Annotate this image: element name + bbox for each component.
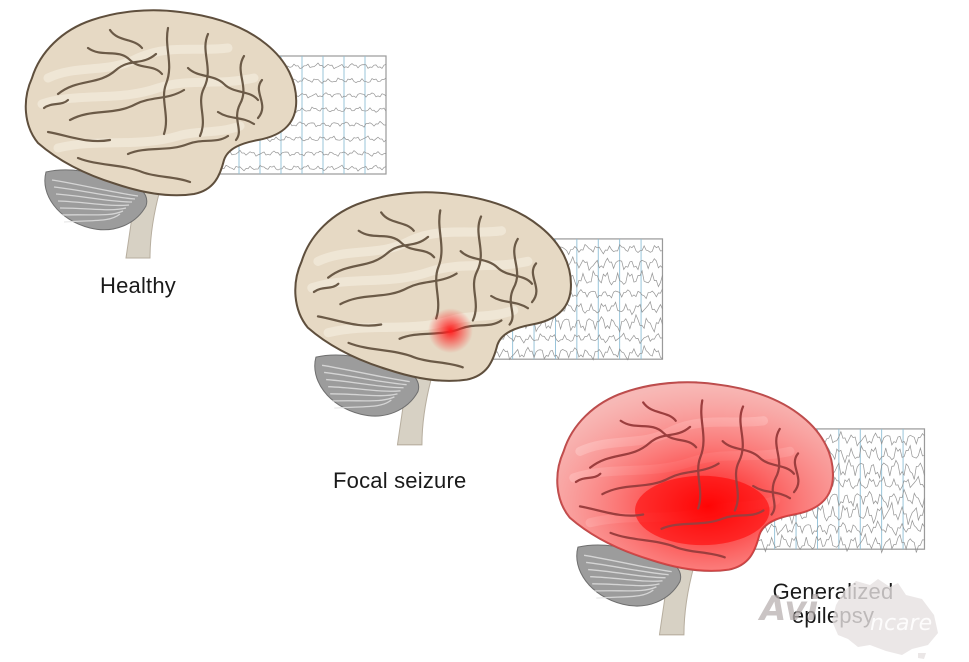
watermark: Avi ncare (752, 575, 962, 660)
caption-focal-seizure: Focal seizure (333, 468, 466, 494)
watermark-brand-right: ncare (870, 611, 932, 636)
brain (26, 10, 296, 258)
generalized-activity-core (635, 476, 770, 545)
focal-seizure-spot (428, 308, 473, 353)
watermark-brand-left: Avi (760, 589, 818, 629)
caption-line: Healthy (100, 273, 176, 298)
caption-line: Focal seizure (333, 468, 466, 493)
brain (295, 192, 571, 445)
caption-healthy: Healthy (100, 273, 176, 299)
